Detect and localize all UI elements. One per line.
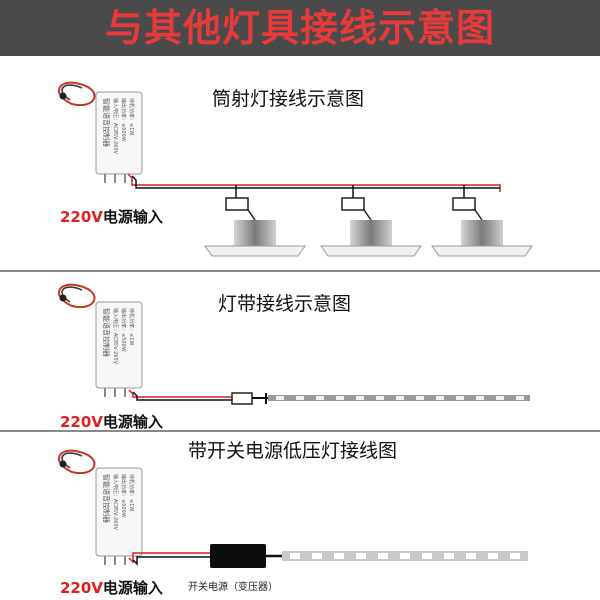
transformer-label: 开关电源（变压器） (188, 582, 278, 593)
voice-controller-module: 智能语音控制器 输入电压：AC85V-265V 输出功率：≤500W 待机功率：… (95, 91, 143, 183)
downlight-fixture (204, 197, 306, 257)
controller-brand-text: 智能语音控制器 (102, 98, 111, 147)
power-input-text: 电源输入 (102, 413, 163, 431)
controller-brand-text: 智能语音控制器 (102, 308, 111, 357)
strip-leds (276, 396, 524, 400)
power-cord-coil (58, 81, 96, 107)
power-voltage: 220V (60, 413, 103, 431)
voice-controller-module: 智能语音控制器 输入电压：AC85V-265V 输出功率：≤500W 待机功率：… (95, 467, 143, 565)
power-voltage: 220V (60, 208, 103, 226)
controller-spec-line: 输入电压：AC85V-265V (112, 308, 119, 365)
controller-brand-text: 智能语音控制器 输入电压：AC85V-265V 输出功率：≤500W 待机功率：… (102, 98, 135, 155)
controller-spec-line: 输出功率：≤500W (120, 98, 127, 142)
switching-power-supply (210, 544, 282, 568)
controller-spec-line: 输出功率：≤500W (120, 308, 127, 352)
voice-controller-module: 智能语音控制器 输入电压：AC85V-265V 输出功率：≤500W 待机功率：… (95, 301, 143, 397)
strip-leds (290, 553, 520, 559)
power-voltage: 220V (60, 579, 103, 597)
section-divider (0, 430, 600, 432)
power-cord-coil (58, 283, 96, 309)
controller-brand-text: 智能语音控制器 (102, 474, 111, 523)
wire-pair (128, 389, 232, 401)
controller-spec-line: 待机功率：≤1W (128, 98, 135, 135)
controller-spec-line: 待机功率：≤1W (128, 474, 135, 511)
controller-spec-line: 输出功率：≤500W (120, 474, 127, 518)
power-input-text: 电源输入 (102, 208, 163, 226)
page-title: 与其他灯具接线示意图 (104, 6, 495, 50)
wire-pair (127, 173, 501, 198)
controller-spec-line: 待机功率：≤1W (128, 308, 135, 345)
section-title-low-voltage: 带开关电源低压灯接线图 (188, 440, 398, 462)
strip-connector (231, 392, 268, 405)
led-light-strip (268, 395, 530, 401)
power-input-label: 220V电源输入 (60, 577, 163, 598)
low-voltage-light-strip (282, 551, 528, 561)
section-title-light-strip: 灯带接线示意图 (218, 293, 352, 315)
downlight-fixture (320, 197, 422, 257)
controller-spec-line: 输入电压：AC85V-265V (112, 98, 119, 155)
downlight-fixture (431, 197, 533, 257)
power-input-text: 电源输入 (102, 579, 163, 597)
section-title-downlight: 筒射灯接线示意图 (212, 88, 365, 110)
wire-pair (128, 552, 210, 566)
power-input-label: 220V电源输入 (60, 411, 163, 432)
controller-spec-line: 输入电压：AC85V-265V (112, 474, 119, 531)
power-input-label: 220V电源输入 (60, 206, 163, 227)
section-divider (0, 270, 600, 272)
power-cord-coil (58, 449, 96, 475)
header-bar: 与其他灯具接线示意图 (0, 0, 600, 56)
